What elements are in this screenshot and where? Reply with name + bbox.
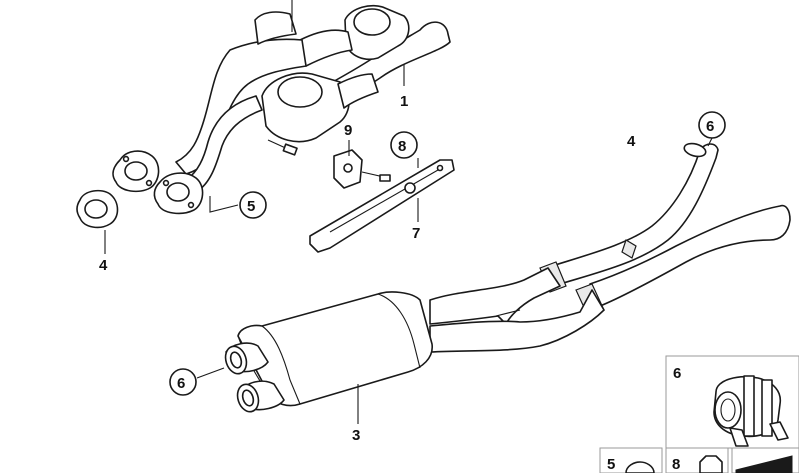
callout-4-left-label: 4 [99,257,108,274]
callout-5-label: 5 [247,198,255,215]
callout-1-label: 1 [400,93,408,110]
callout-3[interactable]: 3 [352,427,360,444]
callout-8-label: 8 [398,138,406,155]
front-pipe-assembly [175,4,451,193]
callout-4-upper-label: 4 [627,133,636,150]
bracket-7 [309,159,455,253]
callout-4-left[interactable]: 4 [99,257,108,274]
callout-7[interactable]: 7 [412,225,420,242]
callout-4-upper[interactable]: 4 [627,133,636,150]
inset-part-icon[interactable] [731,447,799,473]
rear-muffler [224,291,433,413]
callout-3-label: 3 [352,427,360,444]
inset-8-label: 8 [672,456,680,473]
callout-9[interactable]: 9 [344,122,352,139]
inset-nut-5[interactable]: 5 [599,447,663,473]
callout-1[interactable]: 1 [400,93,408,110]
inset-clamp-6[interactable]: 6 [665,355,799,449]
callout-6-pipe[interactable]: 6 [698,111,726,139]
hanger-bolt [267,139,298,156]
inset-5-label: 5 [607,456,615,473]
callout-6-tailpipe-label: 6 [177,375,185,392]
intermediate-pipe-pair [429,142,791,353]
inset-6-label: 6 [673,365,681,382]
callout-7-label: 7 [412,225,420,242]
inset-bolt-8[interactable]: 8 [665,447,729,473]
gasket-4 [76,189,119,229]
callout-5[interactable]: 5 [239,191,267,219]
rubber-mount-9 [333,149,391,189]
flange-upper-left [112,150,160,193]
callout-8[interactable]: 8 [390,131,418,159]
callout-6-pipe-label: 6 [706,118,714,135]
callout-9-label: 9 [344,122,352,139]
callout-6-tailpipe[interactable]: 6 [169,368,197,396]
flange-lower [153,172,204,215]
leader-lines [104,0,713,424]
